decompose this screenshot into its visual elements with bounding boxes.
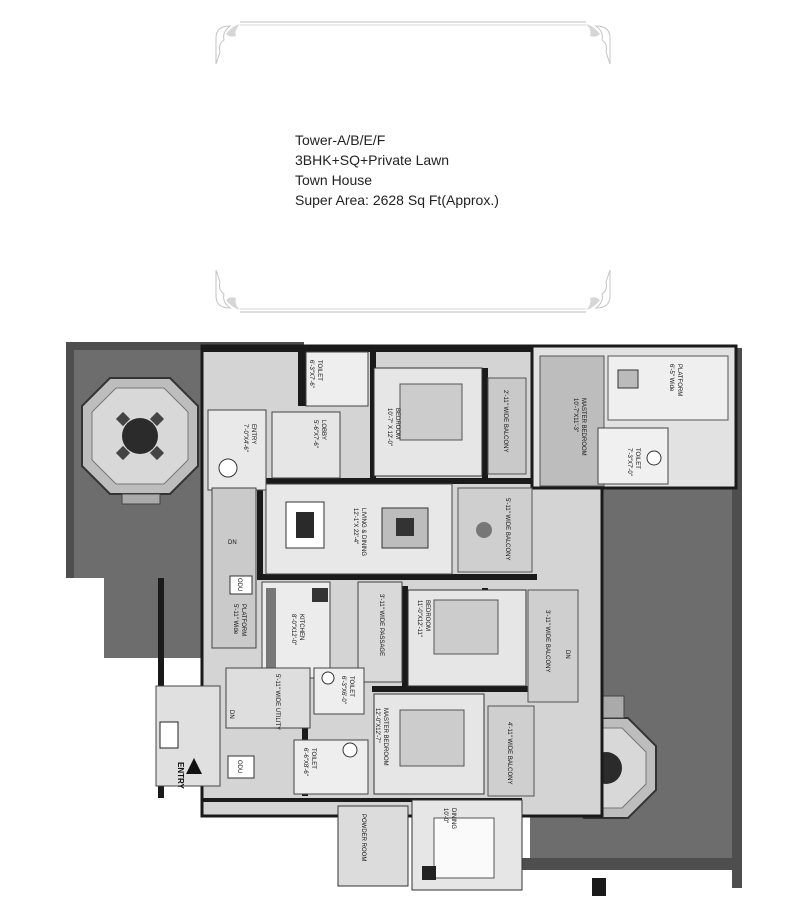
label-bedroom-1-size: 10'-7" X 12'-0" <box>386 408 392 446</box>
label-dining: DINING <box>450 808 456 829</box>
label-lobby: LOBBY <box>320 420 326 440</box>
tower-text: Tower-A/B/E/F <box>295 132 386 148</box>
label-platform-1-size: 6'-5" Wide <box>668 364 674 392</box>
label-master-bedroom-2: MASTER BEDROOM <box>382 708 388 766</box>
label-toilet-1: TOILET <box>316 360 322 381</box>
label-powder-room: POWDER ROOM <box>360 814 366 861</box>
label-master-bedroom-1-size: 10'-7"X11'-3" <box>572 398 578 432</box>
label-dn-3: DN <box>228 710 234 719</box>
label-master-bedroom-2-size: 12'-0"X12'-7" <box>374 708 380 743</box>
config-text: 3BHK+SQ+Private Lawn <box>295 152 450 168</box>
label-kitchen-size: 8'-0"X12'-0" <box>290 614 296 645</box>
label-platform-2: PLATFORM <box>240 604 246 636</box>
label-entry-top: ENTRY <box>250 424 256 444</box>
label-toilet-1-size: 6'-3"X7'-6" <box>308 360 314 388</box>
label-lobby-size: 5'-6"X7'-6" <box>312 420 318 448</box>
label-entry-top-size: 7'-0"X4'-6" <box>242 424 248 452</box>
label-toilet-4: TOILET <box>310 748 316 769</box>
label-master-bedroom-1: MASTER BEDROOM <box>580 398 586 456</box>
label-toilet-3-size: 6'-3"X6'-0" <box>340 676 346 704</box>
label-bedroom-2: BEDROOM <box>424 600 430 631</box>
label-living-dining: LIVING & DINING <box>360 508 366 556</box>
label-toilet-3: TOILET <box>348 676 354 697</box>
gazebo-left <box>81 377 199 505</box>
label-toilet-4-size: 6'-6"X8'-6" <box>302 748 308 776</box>
project-info: Tower-A/B/E/F 3BHK+SQ+Private Lawn Town … <box>295 130 499 210</box>
label-odu-2: ODU <box>236 760 242 773</box>
label-living-dining-size: 12'-1"X 22'-4" <box>352 508 358 544</box>
label-entry-main: ENTRY <box>176 762 185 789</box>
floor-plan: TOILET 6'-3"X7'-6" ENTRY 7'-0"X4'-6" LOB… <box>62 338 746 900</box>
label-platform-2-size: 5'-11" Wide <box>232 604 238 635</box>
label-bedroom-2-size: 11'-0"X12'-11" <box>416 600 422 637</box>
label-bedroom-1: BEDROOM <box>394 408 400 439</box>
label-balcony-4: 4'-11" WIDE BALCONY <box>506 722 512 785</box>
label-dn-2: DN <box>564 650 570 659</box>
type-text: Town House <box>295 172 373 188</box>
label-toilet-2: TOILET <box>634 448 640 469</box>
label-dn-1: DN <box>228 540 237 546</box>
label-utility: 5'-11" WIDE UTILITY <box>274 674 280 730</box>
super-area-text: Super Area: 2628 Sq Ft(Approx.) <box>295 192 499 208</box>
bottom-ornament-frame <box>212 266 614 316</box>
label-toilet-2-size: 7'-3"X7'-0" <box>626 448 632 476</box>
label-passage: 3'-11" WIDE PASSAGE <box>378 594 384 656</box>
label-dining-size: 10'-0" <box>442 808 448 823</box>
label-balcony-1: 2'-11" WIDE BALCONY <box>502 390 508 453</box>
label-platform-1: PLATFORM <box>676 364 682 396</box>
top-ornament-frame <box>212 18 614 68</box>
label-balcony-2: 5'-11" WIDE BALCONY <box>504 498 510 561</box>
label-balcony-3: 3'-11" WIDE BALCONY <box>544 610 550 673</box>
label-kitchen: KITCHEN <box>298 614 304 640</box>
label-odu-1: ODU <box>236 578 242 591</box>
